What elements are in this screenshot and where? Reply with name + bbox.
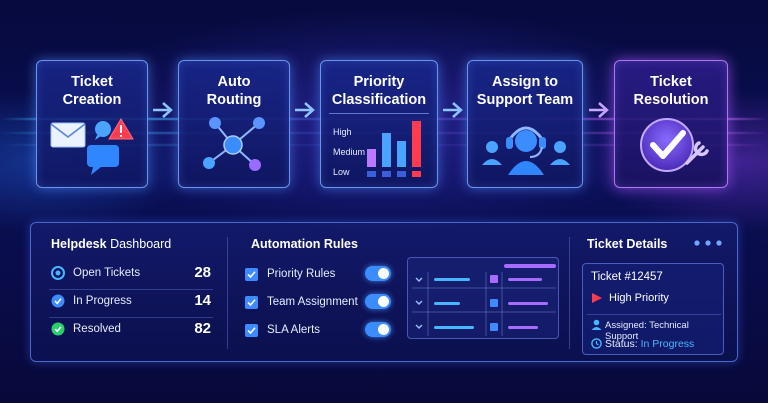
- arrow-right-icon: [295, 102, 315, 118]
- envelope-chat-alert-icon: [50, 118, 134, 175]
- rule-team-assignment[interactable]: Team Assignment: [245, 293, 391, 315]
- ticket-status: Status: In Progress: [605, 338, 694, 350]
- arrow-right-icon: [153, 102, 173, 118]
- clock-icon: [591, 338, 602, 349]
- step-auto-routing[interactable]: Auto Routing: [178, 60, 290, 188]
- rule-label: Priority Rules: [267, 268, 336, 280]
- divider: [49, 317, 213, 318]
- step-title: Ticket Resolution: [633, 74, 709, 108]
- step-title: Auto Routing: [206, 74, 262, 108]
- stat-in-progress[interactable]: In Progress 14: [49, 291, 211, 315]
- section-separator: [227, 237, 228, 349]
- ticket-card[interactable]: Ticket #12457 High Priority Assigned: Te…: [582, 263, 724, 355]
- support-agent-headset-icon: [482, 126, 570, 175]
- assigned-label: Assigned:: [605, 320, 647, 331]
- step-title: Priority Classification: [331, 74, 427, 108]
- checkbox-checked-icon[interactable]: [245, 268, 258, 281]
- rule-label: Team Assignment: [267, 296, 358, 308]
- section-separator: [569, 237, 570, 349]
- status-value: In Progress: [640, 338, 695, 350]
- rule-priority-rules[interactable]: Priority Rules: [245, 265, 391, 287]
- resolved-check-icon: [51, 322, 65, 336]
- checkbox-checked-icon[interactable]: [245, 296, 258, 309]
- ticket-number: Ticket #12457: [591, 271, 663, 283]
- step-title: Ticket Creation: [62, 74, 122, 108]
- user-icon: [591, 319, 602, 330]
- ticket-details-title: Ticket Details: [587, 237, 668, 251]
- dashboard-title-bold: Helpdesk: [51, 237, 107, 251]
- progress-check-icon: [51, 294, 65, 308]
- dashboard-title: Helpdesk Dashboard: [51, 237, 171, 251]
- priority-flag-icon: [592, 293, 602, 303]
- network-nodes-icon: [203, 117, 265, 171]
- dashboard-panel: Helpdesk Dashboard Open Tickets 28 In Pr…: [30, 222, 738, 362]
- stat-label: Resolved: [73, 323, 121, 335]
- automation-title: Automation Rules: [251, 237, 358, 251]
- step-priority-classification[interactable]: Priority Classification High Medium Low: [320, 60, 438, 188]
- stat-open-tickets[interactable]: Open Tickets 28: [49, 263, 211, 287]
- step-title: Assign to Support Team: [476, 74, 574, 108]
- step-ticket-creation[interactable]: Ticket Creation: [36, 60, 148, 188]
- rules-table-preview: [407, 257, 559, 339]
- ticket-priority: High Priority: [609, 292, 669, 304]
- open-ticket-circle-icon: [51, 266, 65, 280]
- stat-label: Open Tickets: [73, 267, 141, 279]
- priority-bars-icon: [367, 121, 421, 177]
- divider: [329, 113, 429, 114]
- stat-value: 82: [194, 320, 211, 337]
- stat-resolved[interactable]: Resolved 82: [49, 319, 211, 343]
- stat-value: 28: [194, 264, 211, 281]
- priority-label-high: High: [333, 127, 352, 137]
- priority-label-medium: Medium: [333, 147, 366, 157]
- rules-table-graphic: [412, 264, 556, 336]
- divider: [587, 314, 721, 315]
- assigned-value: Technical Support: [605, 320, 689, 342]
- stat-label: In Progress: [73, 295, 132, 307]
- dashboard-title-rest: Dashboard: [110, 237, 172, 251]
- arrow-right-icon: [443, 102, 463, 118]
- step-assign-support-team[interactable]: Assign to Support Team: [467, 60, 583, 188]
- priority-label-low: Low: [333, 167, 350, 177]
- checkmark-wrench-icon: [640, 118, 709, 172]
- rule-toggle[interactable]: [365, 294, 391, 309]
- divider: [49, 289, 213, 290]
- rule-label: SLA Alerts: [267, 324, 321, 336]
- rule-toggle[interactable]: [365, 266, 391, 281]
- status-label: Status:: [605, 338, 638, 350]
- ticket-assigned: Assigned: Technical Support: [605, 320, 723, 342]
- stat-value: 14: [194, 292, 211, 309]
- arrow-right-icon: [589, 102, 609, 118]
- step-ticket-resolution[interactable]: Ticket Resolution: [614, 60, 728, 188]
- rule-sla-alerts[interactable]: SLA Alerts: [245, 321, 391, 343]
- more-options-icon[interactable]: [693, 239, 723, 247]
- checkbox-checked-icon[interactable]: [245, 324, 258, 337]
- rule-toggle[interactable]: [365, 322, 391, 337]
